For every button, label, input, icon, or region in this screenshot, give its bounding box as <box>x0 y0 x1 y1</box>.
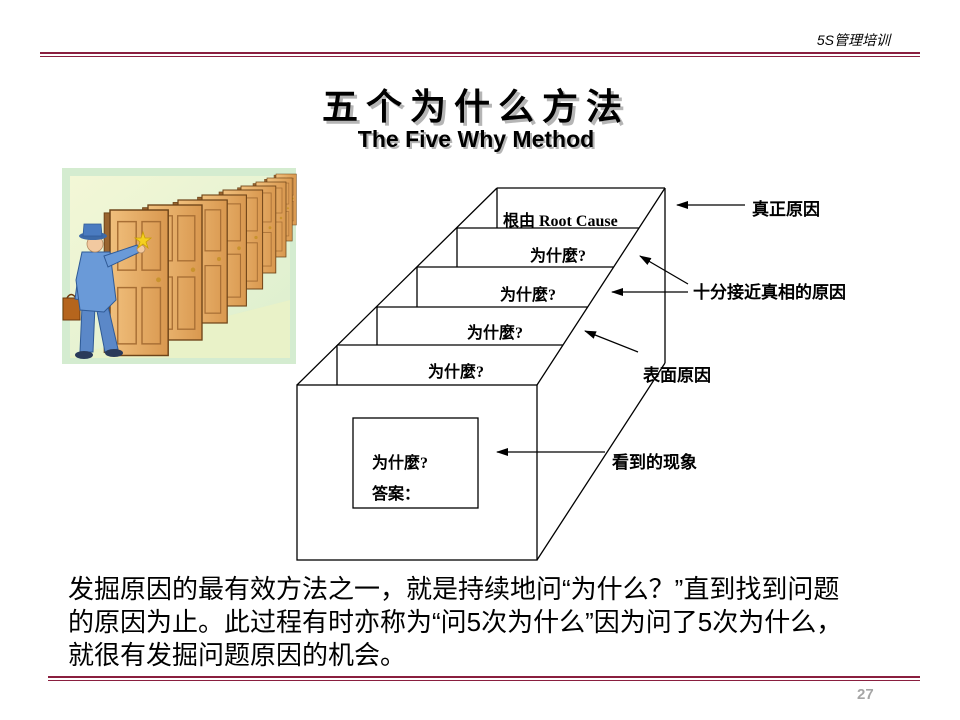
why-label-level-4: 为什麼? <box>428 362 484 381</box>
right-top-diagonal-edge <box>536 187 666 386</box>
arrow-icon <box>639 255 689 285</box>
annotation-near-truth-cause: 十分接近真相的原因 <box>693 282 846 302</box>
body-line: 的原因为止。此过程有时亦称为“问5次为什么”因为问了5次为什么， <box>68 607 843 637</box>
five-why-staircase-diagram <box>296 187 666 561</box>
front-face <box>296 384 538 561</box>
man-jacket <box>75 251 117 313</box>
hat-icon <box>82 223 103 237</box>
root-cause-label: 根由 Root Cause <box>503 211 618 230</box>
annotation-arrows <box>496 201 745 456</box>
annotation-real-cause: 真正原因 <box>752 199 820 219</box>
why-label-level-2: 为什麼? <box>500 285 556 304</box>
inner-box-question: 为什麼? <box>372 453 428 472</box>
right-bottom-diagonal-edge <box>536 362 666 561</box>
man-shoe <box>75 351 93 359</box>
why-label-level-1: 为什麼? <box>530 246 586 265</box>
inner-box-answer-label: 答案： <box>372 484 420 503</box>
why-label-level-3: 为什麼? <box>467 323 523 342</box>
inner-answer-box <box>352 417 479 509</box>
man-figure <box>62 223 153 359</box>
slide-subtitle: The Five Why Method <box>357 126 595 152</box>
arrow-icon <box>584 330 639 353</box>
man-leg-left <box>79 305 96 353</box>
annotation-observed-phenomenon: 看到的现象 <box>611 452 697 472</box>
body-paragraph: 发掘原因的最有效方法之一，就是持续地问“为什么？”直到找到问题 的原因为止。此过… <box>68 573 842 672</box>
man-shoe <box>105 349 123 357</box>
header-divider <box>40 52 920 57</box>
page-number: 27 <box>857 686 874 703</box>
body-line: 发掘原因的最有效方法之一，就是持续地问“为什么？”直到找到问题 <box>68 574 840 604</box>
annotation-surface-cause: 表面原因 <box>643 365 711 385</box>
slide-title: 五个为什么方法 <box>321 86 630 128</box>
left-diagonal-edge <box>296 187 498 386</box>
man-opening-doors-clipart <box>62 168 297 364</box>
course-label: 5S管理培训 <box>816 32 890 48</box>
body-line: 就很有发掘问题原因的机会。 <box>68 640 407 670</box>
doorknob-sparkle-icon <box>133 230 153 250</box>
briefcase-icon <box>62 297 81 321</box>
footer-divider <box>48 676 920 681</box>
